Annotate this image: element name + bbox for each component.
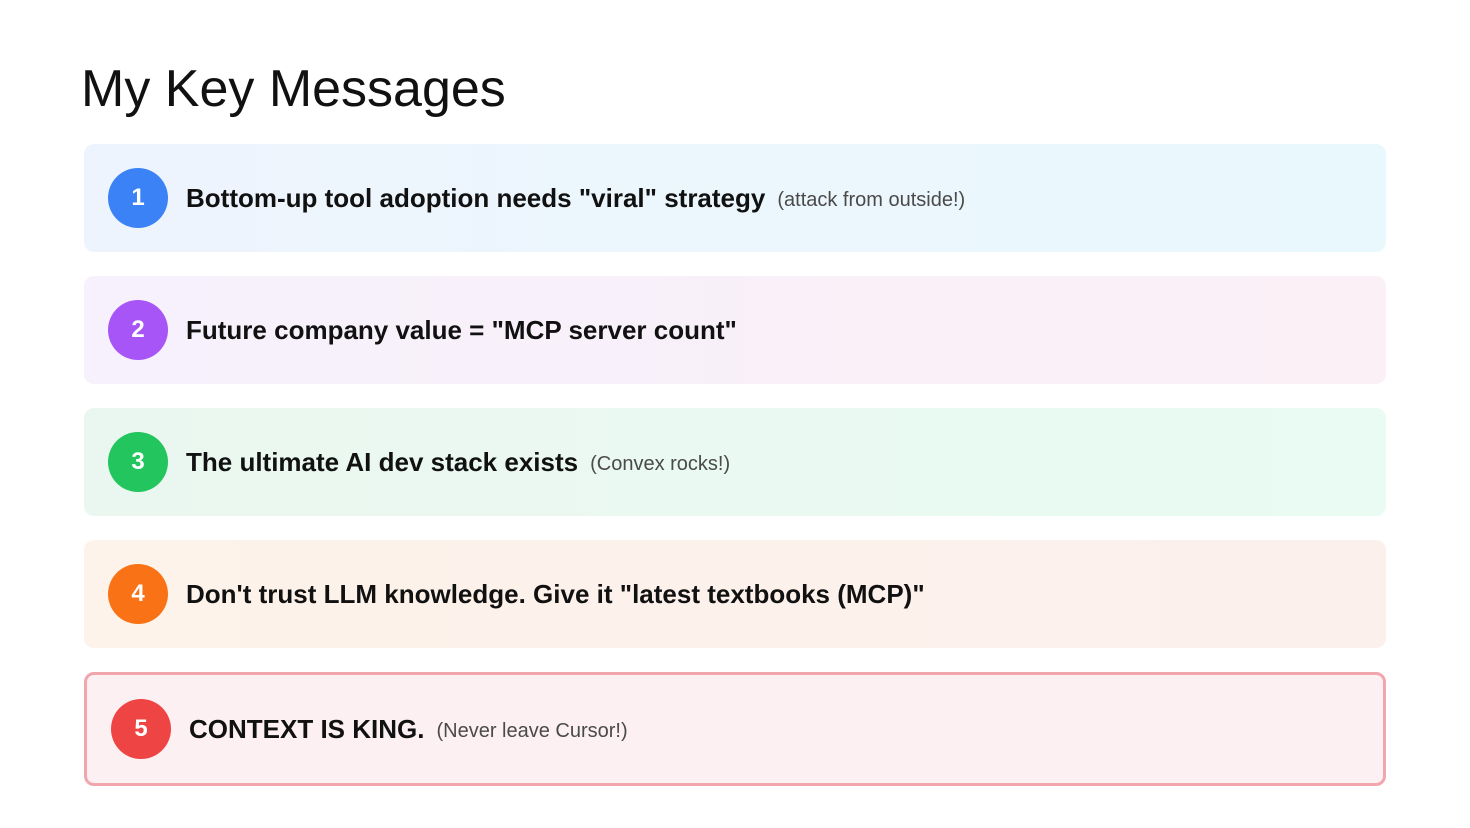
number-badge: 1 <box>108 168 168 228</box>
message-note: (Never leave Cursor!) <box>436 719 628 742</box>
message-card-5: 5 CONTEXT IS KING. (Never leave Cursor!) <box>84 672 1386 786</box>
message-card-4: 4 Don't trust LLM knowledge. Give it "la… <box>84 540 1386 648</box>
number-badge: 3 <box>108 432 168 492</box>
number-badge: 5 <box>111 699 171 759</box>
message-text: CONTEXT IS KING. <box>189 713 425 744</box>
message-card-3: 3 The ultimate AI dev stack exists (Conv… <box>84 408 1386 516</box>
number-badge: 4 <box>108 564 168 624</box>
page-title: My Key Messages <box>81 60 506 118</box>
message-text: Don't trust LLM knowledge. Give it "late… <box>186 578 925 609</box>
message-text: Bottom-up tool adoption needs "viral" st… <box>186 182 766 213</box>
message-card-2: 2 Future company value = "MCP server cou… <box>84 276 1386 384</box>
message-note: (Convex rocks!) <box>590 452 731 475</box>
key-messages-list: 1 Bottom-up tool adoption needs "viral" … <box>84 144 1386 786</box>
message-note: (attack from outside!) <box>777 188 966 211</box>
message-text: The ultimate AI dev stack exists <box>186 446 579 477</box>
message-text: Future company value = "MCP server count… <box>186 314 737 345</box>
message-card-1: 1 Bottom-up tool adoption needs "viral" … <box>84 144 1386 252</box>
number-badge: 2 <box>108 300 168 360</box>
